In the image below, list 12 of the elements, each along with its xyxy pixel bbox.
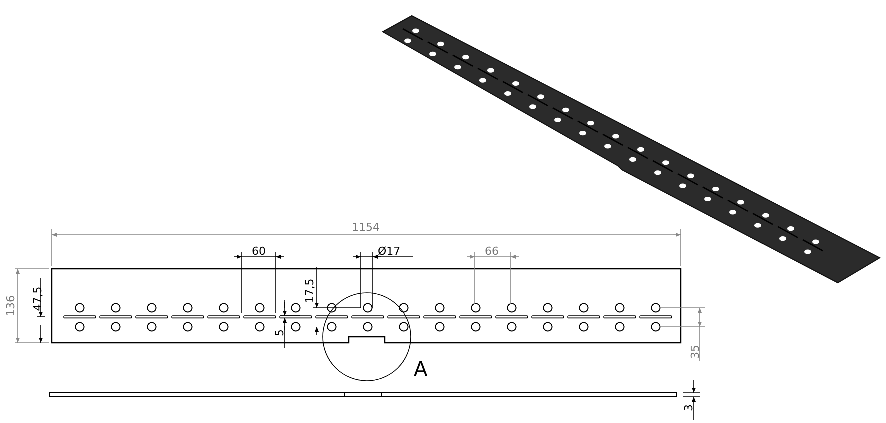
dimension-text: 1154 (352, 222, 380, 234)
dimension-text: 136 (6, 296, 18, 316)
dimension-text: 47,5 (32, 286, 44, 312)
dimension-text: 5 (274, 330, 286, 336)
detail-circle (322, 292, 412, 382)
detail-label: A (414, 358, 428, 380)
dimension-text: 60 (252, 246, 266, 258)
dimension-text: 17,5 (304, 278, 316, 304)
dimension-text: 66 (485, 246, 499, 258)
dimension-text: 35 (690, 345, 702, 359)
dimension-text: Ø17 (378, 246, 401, 258)
dimension-text: 3 (684, 404, 696, 412)
